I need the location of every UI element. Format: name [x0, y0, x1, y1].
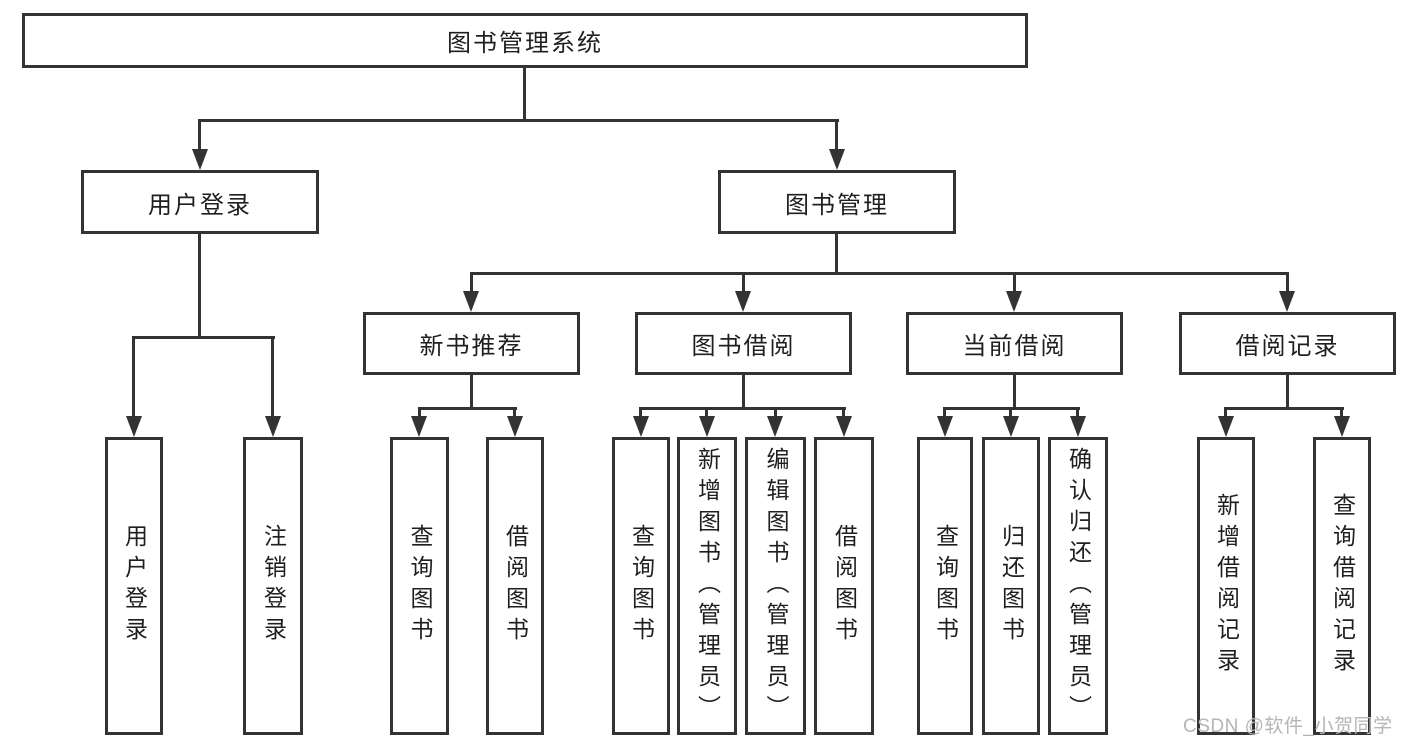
connector-line [1013, 272, 1016, 297]
node-label: 编辑图书（管理员） [763, 446, 789, 726]
arrow-down-icon [633, 416, 649, 437]
node-new-book-recommend: 新书推荐 [363, 312, 580, 375]
node-book-management: 图书管理 [718, 170, 956, 234]
node-label: 图书借阅 [691, 333, 796, 360]
node-label: 图书管理系统 [447, 30, 603, 57]
arrow-down-icon [192, 149, 208, 170]
connector-line [132, 336, 135, 420]
node-label: 查询图书 [628, 524, 655, 648]
connector-line [639, 407, 846, 410]
connector-line [1224, 407, 1344, 410]
node-label: 注销登录 [260, 524, 287, 648]
arrow-down-icon [836, 416, 852, 437]
node-label: 查询图书 [407, 524, 433, 648]
arrow-down-icon [937, 416, 953, 437]
arrow-down-icon [1218, 416, 1234, 437]
node-label: 图书管理 [785, 191, 889, 219]
arrow-down-icon [463, 291, 479, 312]
node-current-borrow: 当前借阅 [906, 312, 1123, 375]
leaf-logout: 注销登录 [243, 437, 303, 735]
arrow-down-icon [767, 416, 783, 437]
connector-line [470, 375, 473, 410]
connector-line [1076, 407, 1079, 420]
leaf-edit-books-admin: 编辑图书（管理员） [745, 437, 806, 735]
arrow-down-icon [126, 416, 142, 437]
arrow-down-icon [1279, 291, 1295, 312]
csdn-watermark: CSDN @软件_小贺同学 [1183, 716, 1393, 737]
connector-line [1224, 407, 1227, 420]
arrow-down-icon [507, 416, 523, 437]
arrow-down-icon [829, 149, 845, 170]
connector-line [1340, 407, 1343, 420]
connector-line [639, 407, 642, 420]
node-label: 借阅图书 [502, 524, 529, 648]
connector-line [418, 407, 517, 410]
connector-line [470, 272, 473, 297]
connector-line [705, 407, 708, 420]
arrow-down-icon [1006, 291, 1022, 312]
arrow-down-icon [1070, 416, 1086, 437]
node-root: 图书管理系统 [22, 13, 1028, 68]
arrow-down-icon [411, 416, 427, 437]
node-label: 归还图书 [998, 524, 1025, 648]
connector-line [774, 407, 777, 420]
connector-line [1286, 375, 1289, 410]
leaf-query-books: 查询图书 [917, 437, 973, 735]
leaf-confirm-return-admin: 确认归还（管理员） [1048, 437, 1108, 735]
leaf-query-books: 查询图书 [390, 437, 449, 735]
connector-line [943, 407, 946, 420]
node-label: 新增图书（管理员） [694, 446, 721, 726]
connector-line [198, 119, 201, 160]
leaf-borrow-books: 借阅图书 [814, 437, 874, 735]
connector-line [132, 336, 275, 339]
leaf-user-login: 用户登录 [105, 437, 163, 735]
leaf-borrow-books: 借阅图书 [486, 437, 544, 735]
connector-line [513, 407, 516, 420]
leaf-query-books: 查询图书 [612, 437, 670, 735]
arrow-down-icon [699, 416, 715, 437]
connector-line [470, 272, 1289, 275]
connector-line [742, 375, 745, 410]
arrow-down-icon [1003, 416, 1019, 437]
node-label: 查询图书 [932, 524, 959, 648]
node-label: 新书推荐 [419, 333, 524, 360]
connector-line [835, 234, 838, 275]
node-borrow-record: 借阅记录 [1179, 312, 1396, 375]
arrow-down-icon [735, 291, 751, 312]
connector-line [198, 119, 839, 122]
leaf-add-borrow-record: 新增借阅记录 [1197, 437, 1255, 735]
leaf-query-borrow-record: 查询借阅记录 [1313, 437, 1371, 735]
node-user-login: 用户登录 [81, 170, 319, 234]
node-label: 确认归还（管理员） [1065, 446, 1092, 726]
node-label: 用户登录 [148, 191, 252, 219]
connector-line [835, 119, 838, 160]
node-label: 借阅图书 [831, 524, 858, 648]
arrow-down-icon [1334, 416, 1350, 437]
connector-line [271, 336, 274, 420]
leaf-add-books-admin: 新增图书（管理员） [677, 437, 737, 735]
connector-line [198, 234, 201, 339]
node-label: 当前借阅 [962, 333, 1067, 360]
node-label: 新增借阅记录 [1213, 493, 1240, 679]
node-book-borrow: 图书借阅 [635, 312, 852, 375]
connector-line [418, 407, 421, 420]
connector-line [1286, 272, 1289, 297]
connector-line [842, 407, 845, 420]
connector-line [1013, 375, 1016, 410]
connector-line [1009, 407, 1012, 420]
leaf-return-books: 归还图书 [982, 437, 1040, 735]
node-label: 借阅记录 [1235, 333, 1340, 360]
node-label: 查询借阅记录 [1329, 493, 1356, 679]
arrow-down-icon [265, 416, 281, 437]
connector-line [742, 272, 745, 297]
connector-line [523, 68, 526, 122]
node-label: 用户登录 [121, 524, 148, 648]
